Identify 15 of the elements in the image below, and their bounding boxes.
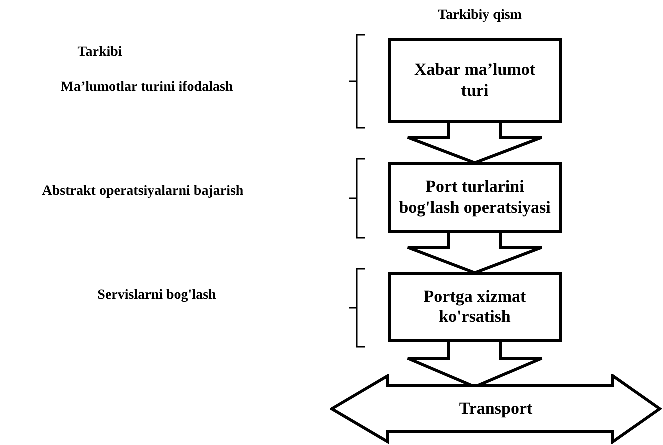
process-box <box>388 272 562 342</box>
node-text: Port turlarini bog'lash operatsiyasi <box>399 177 551 218</box>
description-text: Servislarni bog'lash <box>98 288 216 304</box>
node-text: Xabar ma’lumot turi <box>413 60 537 101</box>
description-text: Abstrakt operatsiyalarni bajarish <box>42 184 244 200</box>
description-text: Ma’lumotlar turini ifodalash <box>60 80 234 96</box>
block-arrow <box>406 120 544 165</box>
block-arrow <box>406 230 544 275</box>
column-heading: Tarkibiy qism <box>438 8 522 24</box>
double-arrow-band <box>330 374 662 444</box>
process-box <box>388 38 562 123</box>
node-text: Portga xizmat ko'rsatish <box>422 286 528 328</box>
process-box <box>388 162 562 233</box>
column-heading: Tarkibi <box>78 45 122 61</box>
node-text: Transport <box>459 398 533 420</box>
